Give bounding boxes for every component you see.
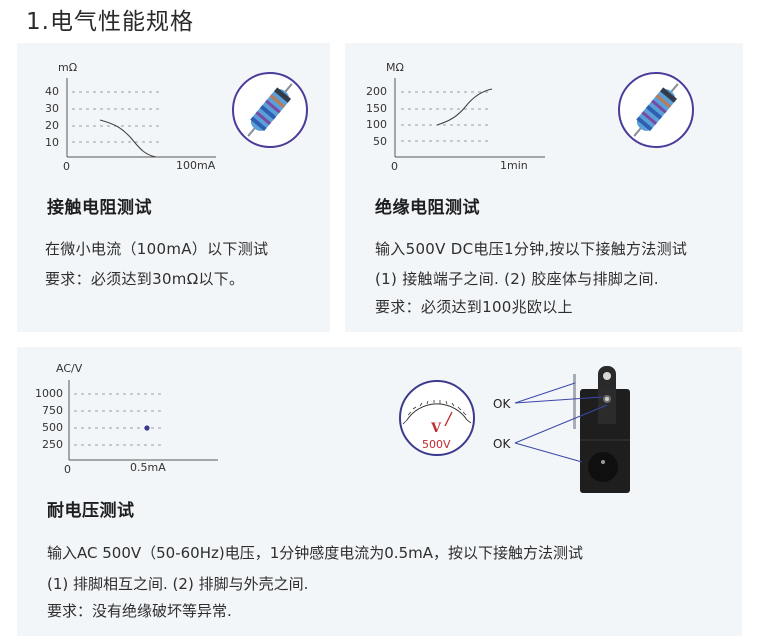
card2-heading: 绝缘电阻测试 [375, 198, 480, 218]
chart1-xtick: 100mA [176, 159, 216, 172]
chart1-ytick: 40 [45, 85, 59, 98]
chart3-ylabel: AC/V [56, 362, 83, 375]
data-point [144, 425, 150, 431]
card3-heading: 耐电压测试 [47, 501, 135, 521]
chart2-xtick: 1min [500, 159, 528, 172]
card3-line: 要求：没有绝缘破坏等异常. [47, 602, 232, 620]
card3-line: (1) 排脚相互之间. (2) 排脚与外壳之间. [47, 575, 309, 593]
chart2-ytick: 50 [373, 135, 387, 148]
chart2-ytick: 150 [366, 102, 387, 115]
section-title: 1.电气性能规格 [26, 9, 194, 35]
chart3-ytick: 250 [42, 438, 63, 451]
card1-line: 要求：必须达到30mΩ以下。 [45, 270, 245, 288]
chart3-ytick: 500 [42, 421, 63, 434]
chart1-ytick: 10 [45, 136, 59, 149]
meter-unit: V [431, 421, 442, 436]
chart1-ytick: 30 [45, 102, 59, 115]
ok-label: OK [493, 437, 511, 451]
chart3-ytick: 750 [42, 404, 63, 417]
ok-label: OK [493, 397, 511, 411]
card2-line: 输入500V DC电压1分钟,按以下接触方法测试 [375, 240, 688, 258]
chart1-ytick: 20 [45, 119, 59, 132]
card2-line: (1) 接触端子之间. (2) 胶座体与排脚之间. [375, 270, 659, 288]
chart3-xtick: 0 [64, 463, 71, 476]
chart1-xtick: 0 [63, 160, 70, 173]
chart3-ytick: 1000 [35, 387, 63, 400]
card1-heading: 接触电阻测试 [47, 198, 152, 218]
chart2-ytick: 100 [366, 118, 387, 131]
chart2-ylabel: MΩ [386, 61, 404, 74]
chart1-ylabel: mΩ [58, 61, 78, 74]
meter-value: 500V [422, 438, 451, 451]
card1-line: 在微小电流（100mA）以下测试 [45, 240, 269, 258]
card3-line: 输入AC 500V（50-60Hz)电压，1分钟感度电流为0.5mA，按以下接触… [47, 544, 583, 562]
chart2-ytick: 200 [366, 85, 387, 98]
chart2-xtick: 0 [391, 160, 398, 173]
card2-line: 要求：必须达到100兆欧以上 [375, 298, 573, 316]
chart3-xtick: 0.5mA [130, 461, 166, 474]
